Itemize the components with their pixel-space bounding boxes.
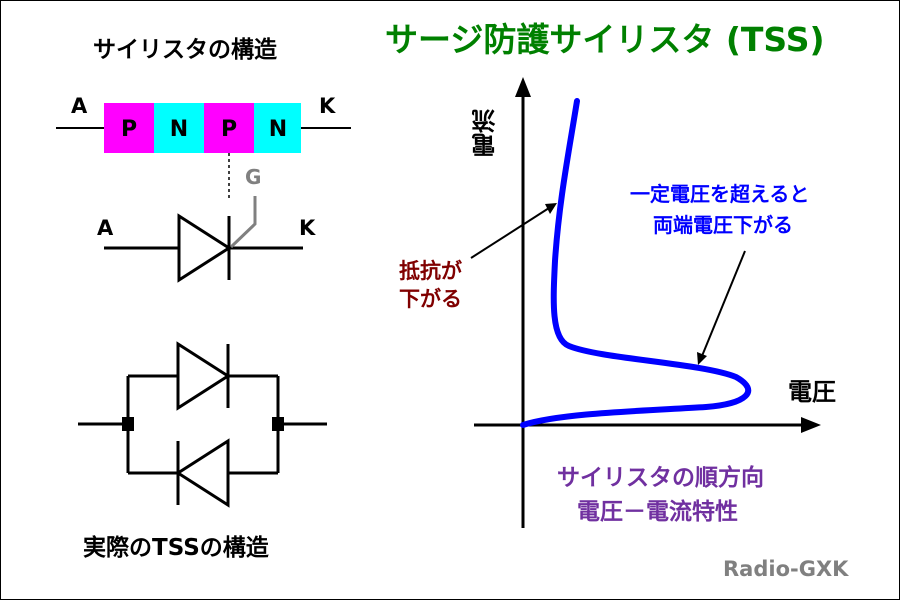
annotation-left-line2: 下がる [399, 287, 462, 311]
annotation-arrow-left [470, 207, 550, 259]
y-axis-arrowhead [515, 77, 531, 97]
gate-label: G [245, 165, 261, 189]
thyristor-triangle [177, 213, 232, 283]
graph-caption-line1: サイリスタの順方向 [557, 465, 764, 491]
tss-top-diode [176, 341, 231, 411]
iv-curve [520, 98, 752, 428]
x-axis-arrowhead [801, 417, 821, 433]
x-axis-label: 電圧 [788, 378, 836, 406]
layer-p2 [204, 103, 254, 153]
terminal-a-label: A [71, 94, 88, 118]
credit-label: Radio-GXK [723, 557, 849, 581]
annotation-right-line2: 両端電圧下がる [653, 213, 793, 237]
layer-p1 [104, 103, 154, 153]
layer-p2-label: P [221, 117, 237, 142]
tss-bottom-diode [175, 438, 230, 508]
layer-n1 [154, 103, 204, 153]
annotation-right-line1: 一定電圧を超えると [630, 182, 810, 206]
y-axis-label: 電流 [472, 109, 500, 157]
terminal-k-label: K [319, 94, 336, 118]
structure-heading: サイリスタの構造 [93, 37, 277, 63]
layer-n2-label: N [269, 117, 287, 142]
graph-caption-line2: 電圧－電流特性 [577, 499, 738, 525]
annotation-arrowhead-right [697, 352, 707, 365]
annotation-arrowhead-left [545, 203, 557, 214]
diagram-title: サージ防護サイリスタ (TSS) [385, 20, 825, 59]
layer-n2 [254, 103, 301, 153]
gate-lead [229, 196, 257, 249]
tss-junction-right [272, 417, 284, 431]
tss-structure-caption: 実際のTSSの構造 [83, 535, 269, 561]
layer-n1-label: N [170, 117, 188, 142]
layer-p1-label: P [121, 117, 137, 142]
tss-junction-left [122, 417, 134, 431]
symbol-a-label: A [97, 216, 114, 240]
annotation-arrow-right [701, 250, 746, 357]
symbol-k-label: K [299, 216, 316, 240]
annotation-left-line1: 抵抗が [399, 259, 462, 283]
